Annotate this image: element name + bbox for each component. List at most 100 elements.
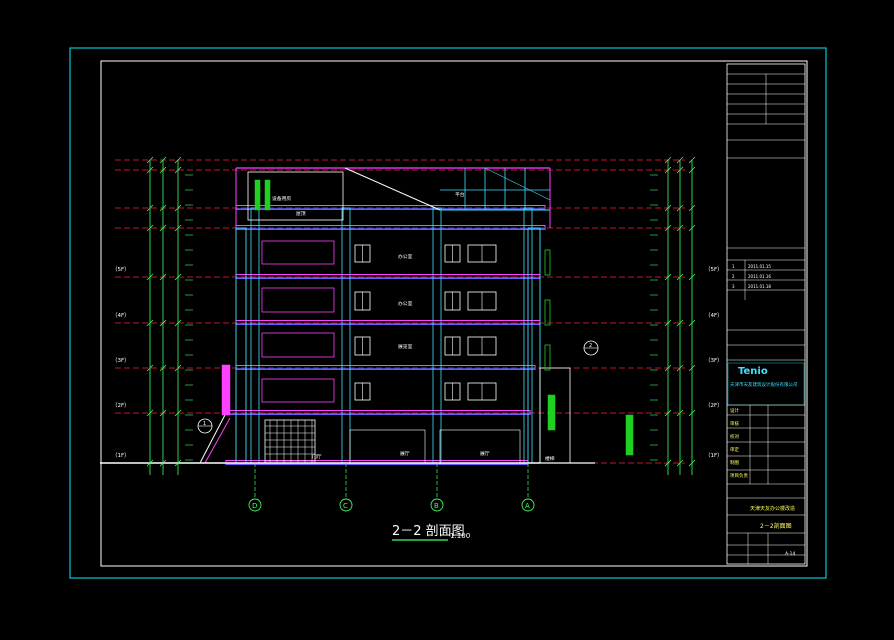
outer-frame — [69, 47, 827, 579]
dim-tick-0-2 — [146, 364, 154, 372]
floor-label-right-4: （5F） — [705, 266, 723, 273]
floor-label-right-3: （4F） — [705, 312, 723, 319]
dim-tick-4-5 — [676, 224, 684, 232]
dim-tick-1-5 — [159, 224, 167, 232]
bay-1 — [261, 287, 335, 313]
drawing-title: 2－2 剖面图 — [392, 524, 465, 539]
right-facade-2 — [544, 344, 551, 371]
dim-tick-1-6 — [159, 204, 167, 212]
dim-tick-4-3 — [676, 319, 684, 327]
dim-tick-2-8 — [174, 156, 182, 164]
room-label-9: 平台 — [455, 191, 465, 198]
company-name: 天津市天友建筑设计股份有限公司 — [730, 381, 798, 388]
dim-tick-2-3 — [174, 319, 182, 327]
roof-brace — [484, 167, 551, 201]
sign-label-4: 制图 — [730, 459, 739, 466]
dim-tick-4-8 — [676, 156, 684, 164]
drawing-title-scale: 1:100 — [450, 532, 470, 540]
building-section — [100, 167, 634, 465]
company-logo: Tenio — [738, 366, 768, 377]
room-label-2: 办公室 — [398, 300, 413, 307]
right-facade-0 — [544, 249, 551, 276]
bay-0 — [261, 240, 335, 265]
floor-label-left-1: （2F） — [112, 402, 130, 409]
dimension-lines — [146, 156, 696, 475]
dim-tick-5-8 — [688, 156, 696, 164]
dim-tick-3-8 — [664, 156, 672, 164]
dim-tick-2-2 — [174, 364, 182, 372]
room-label-6: 展厅 — [480, 451, 490, 457]
dim-tick-4-6 — [676, 204, 684, 212]
dim-tick-1-1 — [159, 409, 167, 417]
sign-label-1: 审核 — [730, 420, 739, 427]
floor-label-left-3: （4F） — [112, 312, 130, 319]
dim-tick-2-0 — [174, 459, 182, 467]
dim-tick-4-0 — [676, 459, 684, 467]
stair-green-2 — [625, 414, 634, 456]
dim-tick-1-7 — [159, 166, 167, 174]
detail-tag-0: 1 — [203, 421, 206, 427]
equipment-room — [247, 171, 344, 221]
dim-tick-0-8 — [146, 156, 154, 164]
stair-green-1 — [547, 394, 556, 431]
dim-tick-1-0 — [159, 459, 167, 467]
bay-2 — [261, 332, 335, 358]
dim-tick-1-2 — [159, 364, 167, 372]
dim-tick-4-4 — [676, 273, 684, 281]
dim-tick-0-1 — [146, 409, 154, 417]
dim-tick-2-4 — [174, 273, 182, 281]
right-facade-1 — [544, 299, 551, 326]
room-label-5: 展厅 — [400, 451, 410, 457]
axis-label-1: C — [343, 502, 348, 510]
dim-tick-3-4 — [664, 273, 672, 281]
sign-label-5: 项目负责 — [730, 472, 748, 479]
floor-label-left-2: （3F） — [112, 357, 130, 364]
floor-label-right-0: （1F） — [705, 452, 723, 459]
sheet-number: A-14 — [785, 551, 795, 557]
rev-date-1: 2011.01.16 — [748, 274, 771, 279]
room-label-8: 屋顶 — [296, 211, 306, 217]
ramp-left — [199, 412, 227, 464]
room-label-4: 门厅 — [312, 453, 322, 460]
dim-tick-2-6 — [174, 204, 182, 212]
left-column-magenta — [221, 364, 231, 416]
roof-unit-1 — [264, 179, 271, 211]
axis-bubble-1 — [339, 498, 353, 512]
dim-tick-5-4 — [688, 273, 696, 281]
dim-tick-1-4 — [159, 273, 167, 281]
floor-label-left-4: （5F） — [112, 266, 130, 273]
dim-tick-4-1 — [676, 409, 684, 417]
dim-tick-2-1 — [174, 409, 182, 417]
room-label-1: 办公室 — [398, 253, 413, 260]
rev-no-1: 2 — [732, 274, 735, 279]
dim-tick-0-6 — [146, 204, 154, 212]
axis-label-2: B — [434, 502, 439, 510]
dim-tick-5-5 — [688, 224, 696, 232]
rev-date-2: 2011.01.18 — [748, 284, 771, 289]
floor-label-left-0: （1F） — [112, 452, 130, 459]
dim-tick-5-7 — [688, 166, 696, 174]
axis-bubble-2 — [430, 498, 444, 512]
drawing-name: 2－2剖面图 — [760, 522, 792, 530]
dim-tick-5-0 — [688, 459, 696, 467]
rev-no-2: 3 — [732, 284, 735, 289]
dim-tick-2-7 — [174, 166, 182, 174]
rev-no-0: 1 — [732, 264, 735, 269]
dim-tick-1-8 — [159, 156, 167, 164]
dim-tick-5-2 — [688, 364, 696, 372]
floor-label-right-1: （2F） — [705, 402, 723, 409]
dim-tick-4-7 — [676, 166, 684, 174]
dim-tick-3-5 — [664, 224, 672, 232]
project-name: 天津天友办公楼改造 — [750, 505, 795, 512]
dim-tick-5-6 — [688, 204, 696, 212]
room-label-0: 设备用房 — [272, 195, 291, 202]
dim-tick-1-3 — [159, 319, 167, 327]
floor-label-right-2: （3F） — [705, 357, 723, 364]
roof-unit-0 — [254, 179, 261, 211]
axis-bubble-3 — [521, 498, 535, 512]
roof-slope — [344, 167, 441, 211]
axis-bubble-0 — [248, 498, 262, 512]
dim-tick-3-1 — [664, 409, 672, 417]
